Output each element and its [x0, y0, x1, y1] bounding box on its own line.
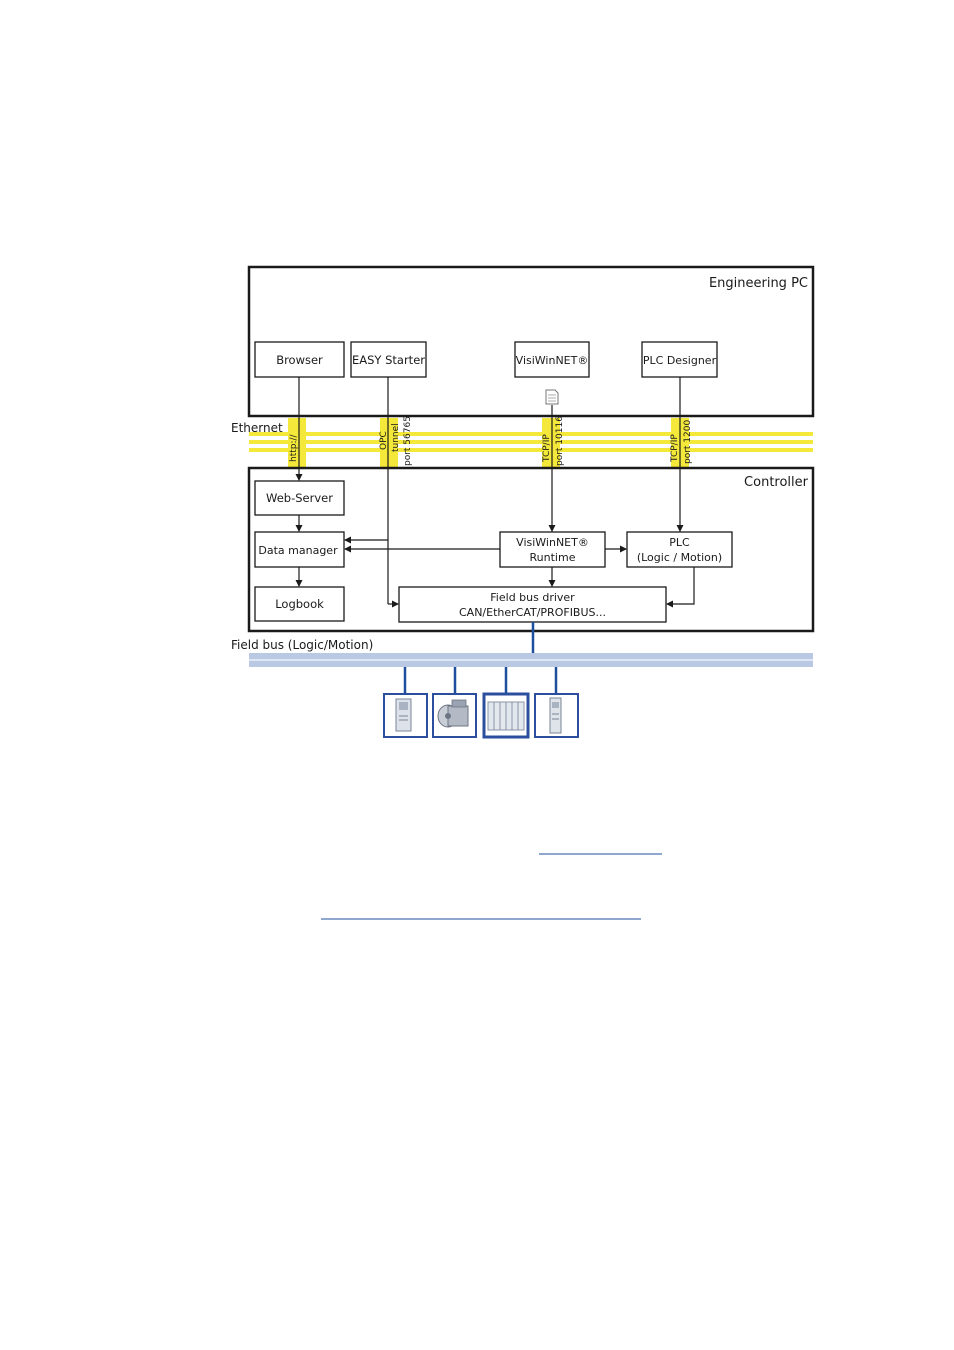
controller-title: Controller	[744, 475, 809, 490]
field-bus-driver-label-1: Field bus driver	[490, 591, 575, 604]
tcpip-label-2: TCP/IP	[670, 434, 680, 463]
ethernet-label: Ethernet	[231, 421, 283, 435]
plc-label-2: (Logic / Motion)	[637, 551, 722, 564]
port-56765-label: port 56765	[403, 416, 413, 466]
visiwinnet-label: VisiWinNET®	[516, 354, 589, 367]
servo-drive-icon	[535, 694, 578, 737]
easy-starter-label: EASY Starter	[352, 353, 425, 367]
inverter-icon	[384, 694, 427, 737]
io-module-icon	[484, 694, 528, 737]
ethernet-bus	[249, 432, 813, 436]
field-bus-driver-label-2: CAN/EtherCAT/PROFIBUS...	[459, 606, 606, 619]
tunnel-label: tunnel	[391, 423, 401, 452]
port-10116-label: port 10116	[555, 416, 565, 466]
http-label: http://	[289, 433, 299, 462]
browser-label: Browser	[276, 353, 323, 367]
motor-icon	[433, 694, 476, 737]
data-manager-label: Data manager	[258, 544, 338, 557]
visiwinnet-runtime-label-1: VisiWinNET®	[516, 536, 589, 549]
plc-label-1: PLC	[669, 536, 690, 549]
engineering-pc-title: Engineering PC	[709, 276, 808, 291]
document-icon	[546, 390, 558, 404]
logbook-label: Logbook	[275, 597, 324, 611]
web-server-label: Web-Server	[266, 491, 333, 505]
visiwinnet-runtime-label-2: Runtime	[530, 551, 576, 564]
tcpip-label-1: TCP/IP	[542, 434, 552, 463]
port-1200-label: port 1200	[683, 420, 693, 464]
plc-designer-label: PLC Designer	[643, 354, 717, 367]
opc-label: OPC	[379, 431, 389, 450]
field-bus-label: Field bus (Logic/Motion)	[231, 638, 373, 652]
